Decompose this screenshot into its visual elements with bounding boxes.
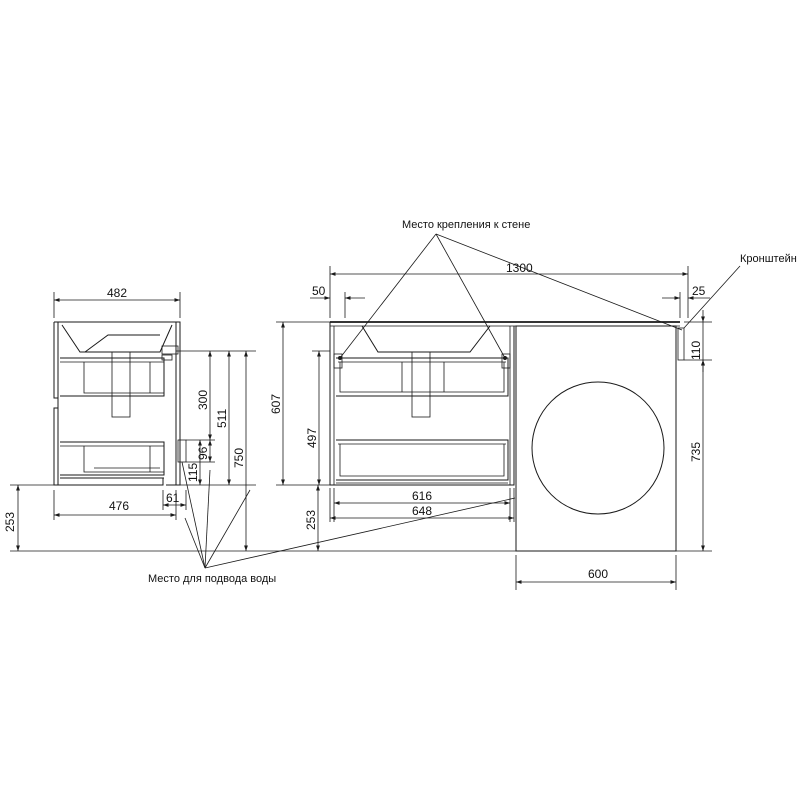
dim-253-front: 253: [304, 510, 318, 530]
front-view: [329, 321, 685, 552]
dim-750: 750: [232, 448, 246, 468]
dim-1300: 1300: [506, 261, 533, 275]
dim-511: 511: [215, 409, 229, 428]
dim-25: 25: [692, 284, 706, 298]
dim-497: 497: [305, 428, 319, 448]
annotations: Место крепления к стене Кронштейн Место …: [148, 219, 797, 585]
dim-253-left: 253: [3, 512, 17, 532]
dim-482: 482: [107, 286, 127, 300]
dim-600: 600: [588, 567, 608, 581]
bracket-note: Кронштейн: [740, 253, 797, 265]
dim-50: 50: [312, 284, 326, 298]
wall-mount-note: Место крепления к стене: [402, 219, 530, 231]
side-view: [53, 321, 187, 486]
side-view-dimensions: 482 476 61 300 96 115 511 750 253: [3, 286, 256, 552]
front-view-dimensions: 1300 50 25 607 497 253 616 648: [256, 261, 712, 590]
dim-115: 115: [186, 463, 200, 482]
dim-648: 648: [412, 504, 432, 518]
dim-607: 607: [269, 394, 283, 414]
dim-110: 110: [689, 341, 703, 360]
dim-96: 96: [196, 446, 210, 460]
dim-61: 61: [166, 491, 180, 505]
water-supply-note: Место для подвода воды: [148, 573, 276, 585]
dim-735: 735: [689, 442, 703, 462]
dim-300: 300: [196, 390, 210, 410]
dim-476: 476: [109, 499, 129, 513]
dim-616: 616: [412, 489, 432, 503]
